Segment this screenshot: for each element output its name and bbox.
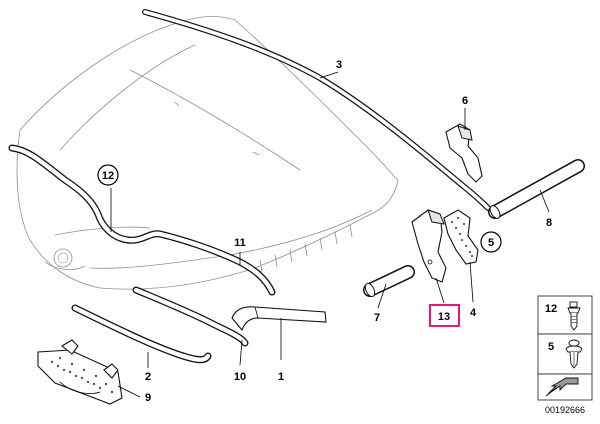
part-4-bracket[interactable] <box>443 209 479 265</box>
label-13: 13 <box>438 311 450 323</box>
legend-label-12: 12 <box>545 303 557 315</box>
diagram-code: 00192666 <box>545 405 585 415</box>
label-8: 8 <box>546 217 552 229</box>
label-6: 6 <box>462 95 468 107</box>
legend-label-5: 5 <box>548 341 554 353</box>
label-1: 1 <box>278 371 284 383</box>
label-2: 2 <box>145 371 151 383</box>
part-12-seal[interactable] <box>8 144 276 296</box>
leader-lines <box>110 71 550 398</box>
legend-panel: 12 5 00192666 <box>537 295 593 415</box>
label-9: 9 <box>145 392 151 404</box>
label-13-highlight <box>429 304 460 327</box>
callouts: 3 6 8 12 11 5 7 13 4 1 10 2 9 <box>97 59 552 404</box>
part-3-seal[interactable] <box>142 9 491 211</box>
label-12-circle <box>97 164 119 186</box>
label-5: 5 <box>488 237 494 249</box>
label-12: 12 <box>102 170 114 182</box>
part-9-bracket[interactable] <box>37 339 123 405</box>
label-3: 3 <box>336 59 342 71</box>
part-1-channel[interactable] <box>231 306 327 332</box>
part-8-rod[interactable] <box>488 159 585 220</box>
label-5-circle <box>480 231 502 253</box>
label-7: 7 <box>374 312 380 324</box>
part-7-rod[interactable] <box>363 265 415 298</box>
part-10-seal[interactable] <box>132 286 249 347</box>
direction-arrow-icon <box>545 377 579 397</box>
part-13-bracket[interactable] <box>411 209 447 283</box>
label-4: 4 <box>470 307 477 319</box>
screw-icon <box>567 301 581 331</box>
part-6-bracket[interactable] <box>445 123 483 183</box>
part-2-seal[interactable] <box>71 304 212 364</box>
rivet-icon <box>565 339 583 369</box>
label-10: 10 <box>234 371 246 383</box>
label-11: 11 <box>234 237 246 249</box>
emblem-icon <box>53 248 73 268</box>
